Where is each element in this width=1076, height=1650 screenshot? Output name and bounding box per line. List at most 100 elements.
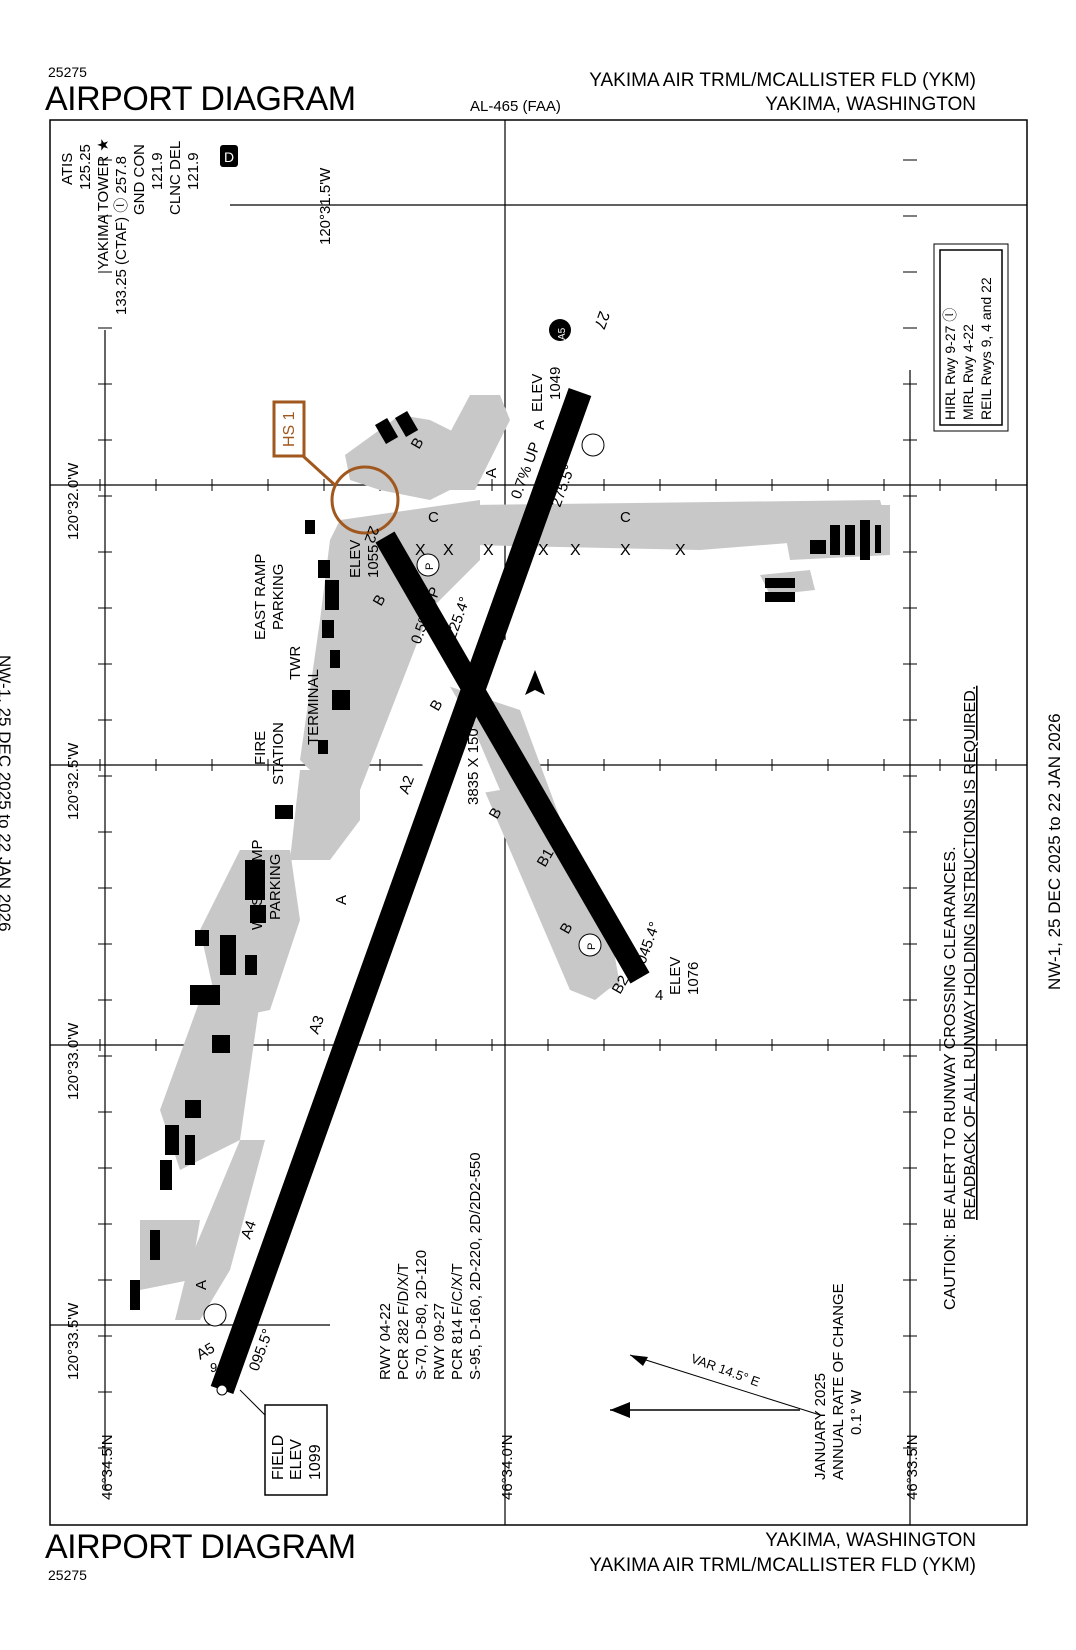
twy-a-4: A <box>531 420 548 430</box>
parking-p-2 <box>578 933 602 957</box>
footer-procedure-number: 25275 <box>48 1567 87 1583</box>
twy-a5: A5 <box>194 1340 218 1364</box>
twy-c-2: C <box>620 509 631 526</box>
parking-p-1 <box>416 553 440 577</box>
magvar-l1: JANUARY 2025 <box>812 1373 829 1480</box>
pcr-l3: S-70, D-80, 2D-120 <box>413 1250 430 1380</box>
svg-text:X: X <box>415 542 426 559</box>
svg-text:X: X <box>538 542 549 559</box>
diagram-frame <box>49 119 1028 1526</box>
east-ramp-label: EAST RAMP <box>252 554 269 640</box>
svg-text:X: X <box>570 542 581 559</box>
pcr-l2: PCR 282 F/D/X/T <box>395 1263 412 1380</box>
caution-line2: READBACK OF ALL RUNWAY HOLDING INSTRUCTI… <box>962 686 979 1220</box>
lighting-box <box>939 249 1003 426</box>
airport-name: YAKIMA AIR TRML/MCALLISTER FLD (YKM) <box>589 70 976 91</box>
svg-text:X: X <box>443 542 454 559</box>
end-9: 9 <box>210 1360 217 1375</box>
elev-4: 1076 <box>685 962 702 995</box>
twy-a3: A3 <box>306 1013 328 1036</box>
parking-p-3 <box>581 433 605 457</box>
footer-airport-name: YAKIMA AIR TRML/MCALLISTER FLD (YKM) <box>589 1555 976 1576</box>
freq-gnd-label: GND CON <box>131 144 148 215</box>
runway-9-27 <box>210 387 592 1395</box>
a5-circle <box>549 319 571 341</box>
pavement <box>140 395 890 1320</box>
field-elev: 1099 <box>307 1444 324 1480</box>
freq-tower-label: YAKIMA TOWER ★ <box>95 138 112 270</box>
d-badge <box>220 145 238 167</box>
elev-4-label: ELEV <box>667 957 684 995</box>
lat-1: 46°34.5'N <box>99 1434 116 1500</box>
pcr-l6: S-95, D-160, 2D-220, 2D/2D2-550 <box>467 1152 484 1380</box>
end-22: 22 <box>361 524 383 545</box>
end-27: 27 <box>590 309 612 332</box>
runway-4-22 <box>375 531 650 984</box>
terminal-label: TERMINAL <box>305 669 322 745</box>
svg-text:X: X <box>620 542 631 559</box>
twy-c-1: C <box>428 509 439 526</box>
twy-a4: A4 <box>238 1218 260 1241</box>
procedure-number: 25275 <box>48 64 87 80</box>
lighting-line2: MIRL Rwy 4-22 <box>960 324 976 420</box>
end-4: 4 <box>655 987 663 1004</box>
footer-title: AIRPORT DIAGRAM <box>45 1528 356 1566</box>
caution-line1: CAUTION: BE ALERT TO RUNWAY CROSSING CLE… <box>942 846 959 1310</box>
lon-2: 120°32.0'W <box>65 462 82 540</box>
twy-b2: B2 <box>609 973 633 997</box>
pcr-l1: RWY 04-22 <box>377 1303 394 1380</box>
west-ramp-label: WEST RAMP <box>249 839 266 930</box>
freq-clnc-label: CLNC DEL <box>167 141 184 215</box>
magvar-l2: ANNUAL RATE OF CHANGE <box>830 1283 847 1480</box>
twr-label: TWR <box>287 646 304 680</box>
twy-a-3: A <box>193 1280 210 1290</box>
hdg-225: 225.4° <box>443 595 474 642</box>
west-ramp-label2: PARKING <box>267 854 284 920</box>
lon-4: 120°33.0'W <box>65 1022 82 1100</box>
freq-gnd: 121.9 <box>149 152 166 190</box>
freq-atis-label: ATIS <box>59 153 76 185</box>
d-badge-label: D <box>224 149 234 165</box>
lat-2: 46°34.0'N <box>499 1434 516 1500</box>
page-title: AIRPORT DIAGRAM <box>45 80 356 118</box>
twy-a-1: A <box>483 468 500 478</box>
lighting-line3: REIL Rwys 9, 4 and 22 <box>978 277 994 420</box>
svg-text:X: X <box>675 542 686 559</box>
lon-1: 120°31.5'W <box>317 167 334 245</box>
pcr-l5: PCR 814 F/C/X/T <box>449 1263 466 1380</box>
hs-label: HS 1 <box>281 411 298 447</box>
parking-p-4 <box>203 1303 227 1327</box>
lon-3: 120°32.5'W <box>65 742 82 820</box>
parking-p-2-label: P <box>586 943 598 950</box>
footer-city-state: YAKIMA, WASHINGTON <box>765 1530 976 1551</box>
pcr-l4: RWY 09-27 <box>431 1303 448 1380</box>
east-ramp-label2: PARKING <box>270 564 287 630</box>
field-elev-label1: FIELD <box>270 1435 287 1480</box>
twy-a2: A2 <box>396 773 418 796</box>
elev-27: 1049 <box>547 367 564 400</box>
buildings <box>130 410 881 1310</box>
hotspot-box <box>272 400 306 458</box>
svg-text:X: X <box>483 542 494 559</box>
twy-a-2: A <box>333 895 350 905</box>
lighting-line1: HIRL Rwy 9-27 ⓛ <box>942 308 958 420</box>
grid-ticks <box>98 159 997 1449</box>
field-elev-label2: ELEV <box>288 1439 305 1480</box>
lat-3: 46°33.5'N <box>904 1434 921 1500</box>
freq-clnc: 121.9 <box>185 152 202 190</box>
arp-marker <box>216 1384 228 1396</box>
station-label: STATION <box>270 722 287 785</box>
mag-arrow-icon <box>610 1402 630 1418</box>
elev-22: 1055 <box>365 545 382 578</box>
lat-long-grid <box>50 120 1027 1525</box>
fire-label: FIRE <box>252 731 269 765</box>
city-state: YAKIMA, WASHINGTON <box>765 94 976 115</box>
elev-22-label: ELEV <box>347 540 364 578</box>
var-label: VAR 14.5° E <box>689 1351 762 1390</box>
a5-circle-label: A5 <box>557 327 568 340</box>
true-north-icon <box>525 670 545 695</box>
chart-id: AL-465 (FAA) <box>470 98 561 115</box>
elev-27-label: ELEV <box>529 374 546 412</box>
